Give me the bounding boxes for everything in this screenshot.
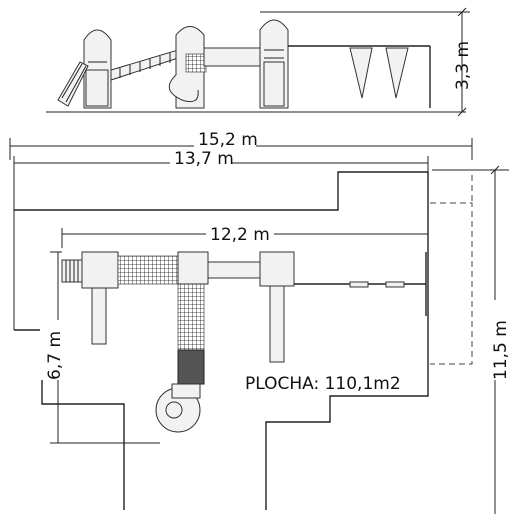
swing-seat-plan-left: [349, 281, 369, 288]
overall-width-label: 15,2 m: [198, 130, 258, 150]
left-tower-elevation: [83, 29, 112, 109]
swing-safety-zone: [430, 202, 473, 365]
middle-tower-elevation: [168, 26, 207, 109]
area-label: PLOCHA: 110,1m2: [245, 374, 401, 394]
play-structure-plan: [61, 251, 427, 433]
equipment-depth-dimension: 6,7 m: [40, 251, 160, 444]
left-ramp-elevation: [57, 61, 89, 107]
height-dimension: 3,3 m: [260, 7, 473, 117]
corner-tower-plan: [177, 251, 209, 285]
overall-depth-dimension: 11,5 m: [432, 165, 509, 514]
swing-seat-right: [385, 47, 409, 99]
swing-frame-elevation: [288, 45, 431, 108]
overall-depth-label: 11,5 m: [491, 320, 509, 380]
swing-seat-plan-right: [385, 281, 405, 288]
equipment-length-label: 12,2 m: [210, 225, 270, 245]
deck-plan: [207, 261, 261, 279]
right-tower-roof-plan: [269, 285, 285, 363]
slide-section-plan: [177, 349, 205, 385]
elevation-view: 3,3 m: [46, 7, 473, 117]
equipment-depth-label: 6,7 m: [45, 331, 65, 380]
overall-width-dimension: 15,2 m: [9, 130, 473, 160]
bridge-plan: [117, 255, 179, 285]
left-tower-plan: [81, 251, 119, 289]
right-tower-plan: [259, 251, 295, 287]
deck-elevation: [203, 47, 261, 67]
right-tower-elevation: [259, 19, 289, 109]
crawl-net-plan: [177, 283, 205, 351]
left-tower-roof-plan: [91, 287, 107, 345]
ladder-plan: [61, 259, 83, 283]
bridge-elevation: [110, 49, 179, 81]
swing-seat-left: [349, 47, 373, 99]
height-label: 3,3 m: [453, 41, 473, 90]
inner-width-label: 13,7 m: [174, 149, 234, 169]
equipment-length-dimension: 12,2 m: [61, 222, 429, 250]
safety-area-outline: [14, 171, 429, 510]
inner-width-dimension: 13,7 m: [13, 149, 429, 330]
plan-view: 15,2 m 13,7 m 11,5 m 12: [9, 130, 509, 514]
